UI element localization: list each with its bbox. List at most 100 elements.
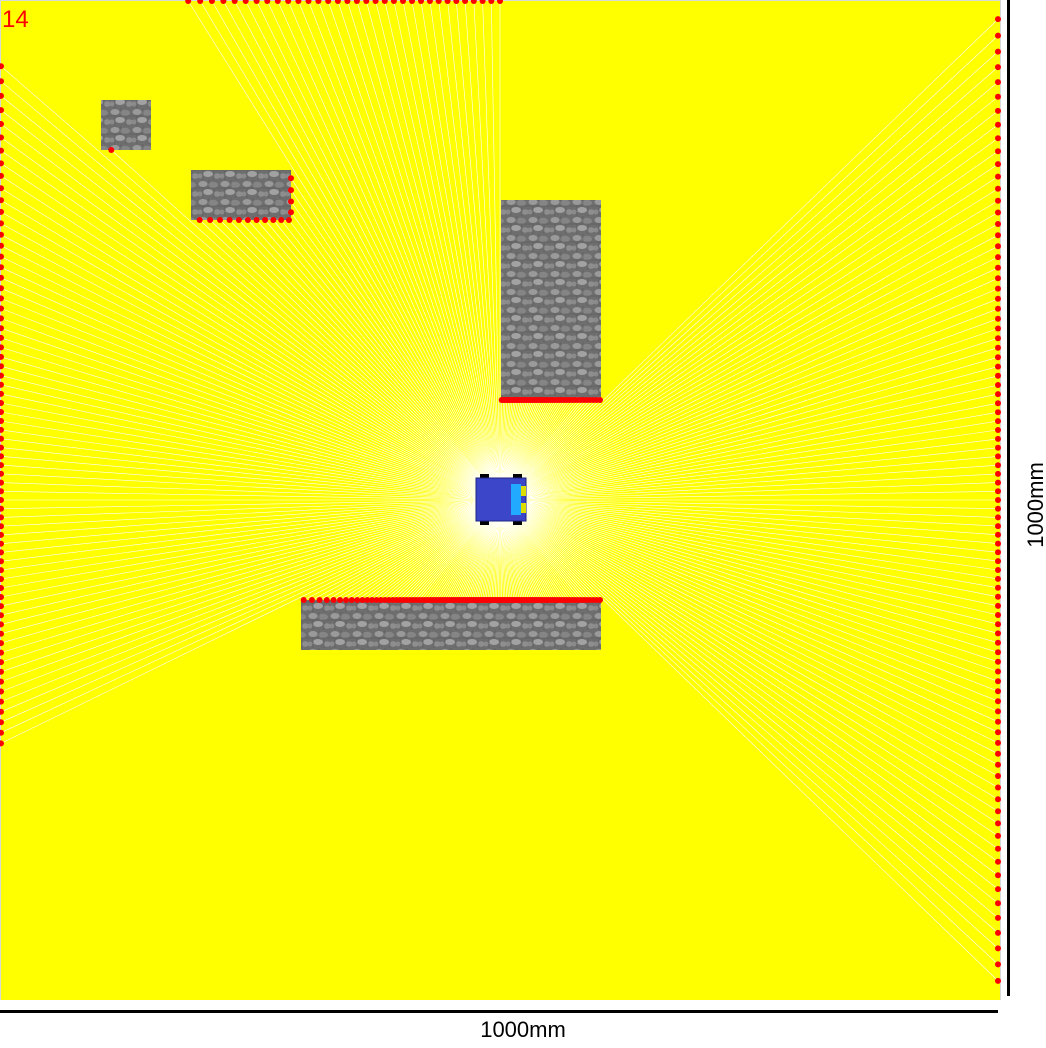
lidar-ray — [499, 499, 999, 876]
lidar-hit-point — [0, 185, 4, 192]
lidar-ray — [0, 499, 501, 723]
lidar-hit-point — [995, 173, 1001, 180]
lidar-hit-point — [0, 668, 4, 675]
lidar-ray — [0, 499, 501, 616]
lidar-hit-point — [0, 488, 4, 495]
lidar-hit-point — [373, 597, 380, 603]
lidar-hit-point — [0, 253, 4, 260]
lidar-ray — [499, 499, 999, 934]
lidar-ray — [256, 219, 501, 501]
lidar-ray — [499, 429, 999, 501]
lidar-ray — [0, 256, 501, 501]
lidar-hit-point — [426, 0, 433, 4]
lidar-ray — [0, 187, 501, 501]
lidar-hit-point — [0, 305, 4, 312]
lidar-ray — [491, 0, 501, 501]
lidar-ray — [499, 499, 999, 824]
lidar-hit-point — [0, 197, 4, 204]
lidar-hit-point — [359, 597, 366, 603]
lidar-hit-point — [995, 295, 1001, 302]
lidar-ray — [499, 499, 999, 800]
lidar-hit-point — [435, 0, 442, 4]
lidar-hit-point — [995, 185, 1001, 192]
lidar-ray — [499, 499, 999, 571]
lidar-ray — [0, 447, 501, 501]
lidar-hit-point — [995, 462, 1001, 469]
lidar-ray — [499, 499, 999, 616]
lidar-hit-point — [995, 209, 1001, 216]
lidar-ray — [356, 0, 501, 501]
lidar-hit-point — [995, 698, 1001, 705]
lidar-hit-point — [0, 462, 4, 469]
lidar-hit-point — [0, 121, 4, 127]
lidar-hit-point — [995, 444, 1001, 451]
lidar-hit-point — [0, 708, 4, 715]
lidar-hit-point — [0, 418, 4, 424]
simulation-arena — [0, 0, 1001, 1000]
lidar-ray — [199, 219, 501, 501]
lidar-hit-point — [274, 0, 281, 4]
lidar-ray — [499, 110, 999, 501]
lidar-hit-point — [995, 363, 1001, 370]
lidar-hit-point — [995, 264, 1001, 271]
lidar-ray — [402, 0, 501, 501]
lidar-ray — [0, 109, 501, 501]
lidar-hit-point — [995, 858, 1001, 865]
lidar-hit-point — [995, 232, 1001, 239]
lidar-ray — [499, 137, 999, 501]
lidar-ray — [499, 499, 999, 766]
lidar-hit-point — [278, 217, 285, 223]
lidar-ray — [384, 0, 501, 501]
lidar-ray — [499, 499, 999, 644]
lidar-hit-point — [995, 575, 1001, 582]
lidar-ray — [339, 499, 501, 601]
robot[interactable] — [475, 474, 527, 525]
lidar-hit-point — [0, 315, 4, 322]
lidar-ray — [499, 81, 999, 501]
lidar-hit-point — [217, 217, 223, 223]
lidar-hit-point — [337, 597, 343, 603]
lidar-ray — [499, 356, 999, 501]
lidar-ray — [375, 0, 501, 501]
lidar-ray — [298, 0, 501, 501]
lidar-hit-point — [995, 796, 1001, 803]
lidar-ray — [0, 499, 501, 733]
lidar-ray — [499, 499, 999, 544]
lidar-hit-point — [995, 400, 1001, 407]
lidar-hit-point — [0, 576, 4, 582]
lidar-hit-point — [0, 719, 4, 726]
lidar-ray — [0, 499, 501, 544]
lidar-ray — [499, 438, 999, 501]
y-dimension-label: 1000mm — [1023, 462, 1046, 548]
obstacle-small-square — [101, 100, 151, 150]
lidar-hit-point — [264, 0, 271, 4]
lidar-ray — [0, 499, 501, 682]
lidar-hit-point — [0, 444, 4, 451]
lidar-ray — [0, 267, 501, 501]
lidar-ray — [0, 499, 501, 536]
lidar-hit-point — [325, 0, 332, 4]
lidar-hit-point — [995, 427, 1001, 433]
lidar-ray — [280, 219, 501, 501]
lidar-hit-point — [0, 160, 4, 167]
lidar-hit-point — [444, 0, 451, 4]
robot-wheel — [513, 520, 522, 525]
lidar-ray — [499, 499, 999, 777]
lidar-ray — [499, 499, 999, 919]
lidar-hit-point — [220, 0, 227, 4]
lidar-ray — [499, 35, 999, 501]
lidar-ray — [499, 411, 999, 501]
lidar-hit-point — [995, 708, 1001, 715]
lidar-ray — [0, 245, 501, 501]
lidar-hit-point — [995, 391, 1001, 398]
lidar-ray — [0, 211, 501, 501]
lidar-hit-point — [995, 945, 1001, 952]
lidar-hit-point — [995, 135, 1001, 142]
lidar-ray — [499, 499, 999, 682]
lidar-hit-point — [0, 540, 4, 547]
lidar-hit-point — [995, 79, 1001, 86]
lidar-hit-point — [0, 63, 4, 70]
lidar-ray — [499, 499, 999, 607]
lidar-hit-point — [995, 649, 1001, 656]
lidar-rays — [0, 0, 999, 982]
